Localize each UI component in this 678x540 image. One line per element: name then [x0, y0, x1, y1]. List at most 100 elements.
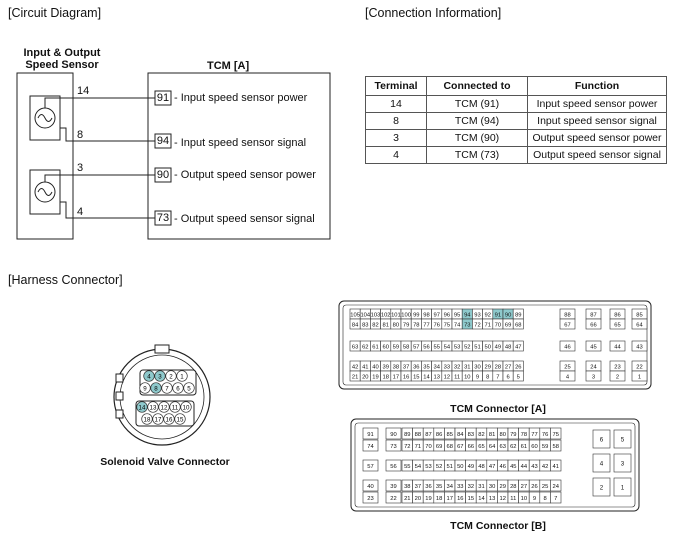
solenoid-pin-16-circle	[163, 413, 175, 425]
tcm-a-pin-17: 17	[393, 375, 399, 381]
tcm-a-pin-92: 92	[484, 313, 490, 319]
cell-terminal: 4	[365, 146, 427, 164]
tcm-b-pin-24: 24	[552, 484, 559, 490]
tcm-a-pin-44: 44	[614, 345, 621, 351]
tcm-b-pin-75-cell	[550, 427, 562, 440]
solenoid-pin-7-circle	[161, 382, 173, 394]
tcm-a-pin-81: 81	[382, 323, 388, 329]
tcm-b-pin-32: 32	[468, 484, 474, 490]
tcm-b-pin-71: 71	[415, 444, 421, 450]
tcm-a-pin-45: 45	[590, 345, 596, 351]
tcm-a-pin-93: 93	[474, 313, 480, 319]
tcm-a-pin-3: 3	[592, 375, 595, 381]
tcm-a-pin-76: 76	[433, 323, 439, 329]
solenoid-tab-l2	[115, 391, 124, 401]
tcm-b-pin-16: 16	[457, 496, 463, 502]
tcm-a-pin-87: 87	[590, 313, 596, 319]
tcm-label-94: - Input speed sensor signal	[174, 137, 307, 149]
tcm-a-pin-80: 80	[393, 323, 399, 329]
sensor-pin-14: 14	[77, 85, 90, 97]
tcm-a-pin-7: 7	[496, 375, 499, 381]
tcm-a-pin-66: 66	[590, 323, 596, 329]
tcm-b-pin-9: 9	[533, 496, 536, 502]
tcm-a-pin-29: 29	[484, 365, 490, 371]
tcm-a-pin-89: 89	[515, 313, 521, 319]
solenoid-pin-11-circle	[169, 401, 181, 413]
tcm-a-pin-31: 31	[464, 365, 470, 371]
tcm-pin-90: 90	[156, 169, 170, 181]
harness-connector-heading: [Harness Connector]	[8, 273, 123, 287]
solenoid-pin-12-circle	[158, 401, 170, 413]
tcm-a-pin-98: 98	[423, 313, 429, 319]
tcm-b-pin-77: 77	[531, 432, 537, 438]
tcm-b-pin-68: 68	[446, 444, 452, 450]
tcm-a-pin-13: 13	[433, 375, 439, 381]
tcm-b-pin-1: 1	[621, 485, 625, 492]
tcm-a-pin-101: 101	[391, 313, 401, 319]
tcm-b-pin-6: 6	[600, 437, 604, 444]
solenoid-pin-8: 8	[154, 385, 158, 392]
tcm-a-pin-100: 100	[401, 313, 411, 319]
sensor-pin-3: 3	[77, 162, 84, 174]
tcm-b-pin-65: 65	[478, 444, 484, 450]
tcm-a-pin-34: 34	[433, 365, 440, 371]
tcm-b-pin-6-cell	[592, 429, 611, 449]
tcm-b-pin-61: 61	[521, 444, 527, 450]
tcm-b-pin-81: 81	[489, 432, 495, 438]
tcm-a-pin-38: 38	[393, 365, 399, 371]
connection-info-heading: [Connection Information]	[365, 6, 502, 20]
solenoid-pin-7: 7	[165, 385, 169, 392]
tcm-b-pin-12: 12	[499, 496, 505, 502]
tcm-a-pin-46: 46	[564, 345, 570, 351]
tcm-b-pin-89: 89	[404, 432, 410, 438]
tcm-a-pin-12: 12	[444, 375, 450, 381]
tcm-a-outer	[338, 300, 652, 390]
sensor-title: Input & Output Speed Sensor	[8, 47, 116, 71]
tcm-a-pin-67-cell	[559, 318, 576, 330]
tcm-b-pin-76: 76	[542, 432, 548, 438]
tcm-a-pin-94: 94	[464, 313, 471, 319]
tcm-a-pin-83: 83	[362, 323, 368, 329]
cell-function: Input speed sensor power	[527, 95, 667, 113]
tcm-a-pin-2: 2	[616, 375, 619, 381]
col-terminal: Terminal	[365, 76, 427, 96]
connection-table: Terminal Connected to Function 14 TCM (9…	[365, 76, 667, 164]
solenoid-pin-3: 3	[158, 373, 162, 380]
tcm-b-pin-91-cell	[362, 427, 379, 440]
solenoid-pin-1: 1	[180, 373, 184, 380]
tcm-a-pin-86: 86	[614, 313, 620, 319]
cell-connected: TCM (91)	[426, 95, 528, 113]
tcm-b-pin-28: 28	[510, 484, 516, 490]
tcm-a-pin-52: 52	[464, 345, 470, 351]
tcm-b-pin-38: 38	[404, 484, 410, 490]
tcm-a-pin-22: 22	[636, 365, 642, 371]
tcm-a-pin-104: 104	[360, 313, 370, 319]
solenoid-pin-5-circle	[183, 382, 195, 394]
tcm-b-pin-83: 83	[468, 432, 474, 438]
tcm-a-pin-105: 105	[350, 313, 360, 319]
tcm-b-pin-3-cell	[613, 453, 632, 473]
tcm-a-pin-27: 27	[505, 365, 511, 371]
tcm-a-pin-84: 84	[352, 323, 359, 329]
tcm-a-pin-74: 74	[454, 323, 461, 329]
tcm-a-pin-68: 68	[515, 323, 521, 329]
tcm-a-pin-48: 48	[505, 345, 511, 351]
tcm-b-pin-18: 18	[436, 496, 442, 502]
tcm-b-pin-4: 4	[600, 461, 604, 468]
table-row: 8 TCM (94) Input speed sensor signal	[365, 112, 667, 130]
tcm-label-73: - Output speed sensor signal	[174, 213, 315, 225]
cell-terminal: 3	[365, 129, 427, 147]
tcm-a-pin-47-cell	[512, 340, 524, 352]
sensor-pin-4: 4	[77, 206, 84, 218]
tcm-b-pin-52: 52	[436, 464, 442, 470]
tcm-a-pin-10: 10	[464, 375, 470, 381]
tcm-b-pin-31: 31	[478, 484, 484, 490]
tcm-b-pin-22-cell	[385, 491, 402, 504]
tcm-a-pin-58: 58	[403, 345, 409, 351]
tcm-b-pin-78: 78	[521, 432, 527, 438]
tcm-label-90: - Output speed sensor power	[174, 169, 316, 181]
wire-14	[44, 97, 155, 108]
tcm-a-pin-23: 23	[614, 365, 620, 371]
cell-connected: TCM (90)	[426, 129, 528, 147]
